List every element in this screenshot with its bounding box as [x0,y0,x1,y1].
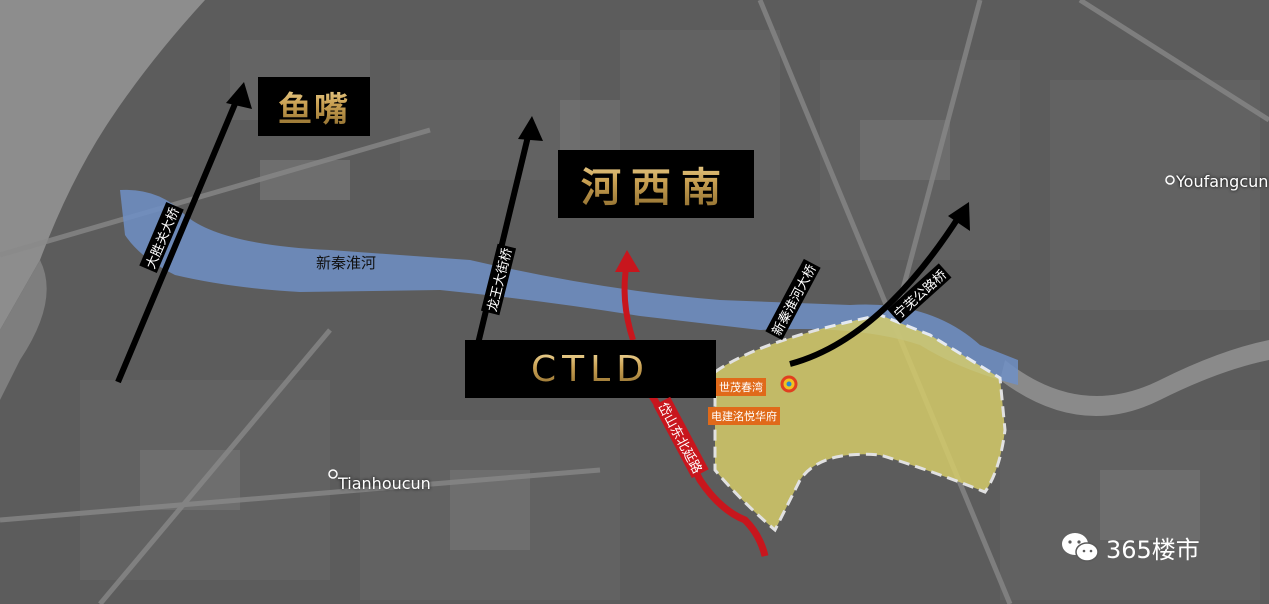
arrow-lines [115,90,963,384]
hexinan-label-box: 河西南 [558,150,754,218]
city-texture [140,100,1200,550]
river-bank [0,260,47,400]
ctld-label: CTLD [531,348,650,390]
youfang-label: Youfangcun [1176,172,1269,191]
river-label: 新秦淮河 [316,254,377,272]
yuzui-label: 鱼嘴 [278,82,350,131]
yuzui-label-box: 鱼嘴 [258,77,370,136]
xinqinhuai-river [120,189,1018,385]
hexinan-label: 河西南 [581,155,731,213]
tianhou-label: Tianhoucun [338,474,431,493]
river-east [1000,340,1269,416]
red-arrow-head [615,250,640,272]
shimao-tag: 世茂春湾 [716,378,766,396]
project-zone [713,313,1007,533]
wechat-icon [1062,532,1099,562]
arrow-heads [226,82,970,231]
tianhou-pin-icon [328,469,338,479]
dianjian-tag: 电建洺悦华府 [708,407,780,425]
ctld-label-box: CTLD [465,340,716,398]
youfang-pin-icon [1165,175,1175,185]
location-marker-dot [786,381,792,387]
watermark-text: 365楼市 [1106,536,1200,564]
watermark: 365楼市 [1060,530,1200,565]
yangtze-river [0,0,205,330]
